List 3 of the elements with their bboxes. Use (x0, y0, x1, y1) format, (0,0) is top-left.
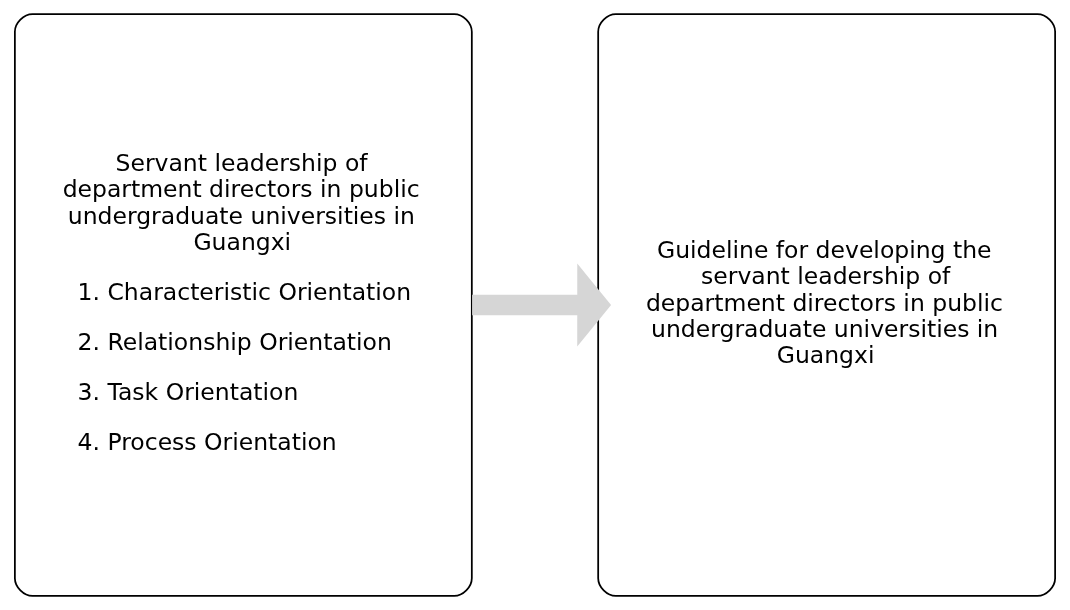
arrow (472, 263, 612, 347)
node-box: Servant leadership of department directors in public undergraduate universities in Guangxi 1. Characteristic Orientation 2. Relationship Orientation 3. Task Orientation 4. Process Orientation (14, 13, 473, 597)
node-box: Guideline for developing the servant leadership of department directors in public undergraduate universities in Guangxi (597, 13, 1056, 597)
